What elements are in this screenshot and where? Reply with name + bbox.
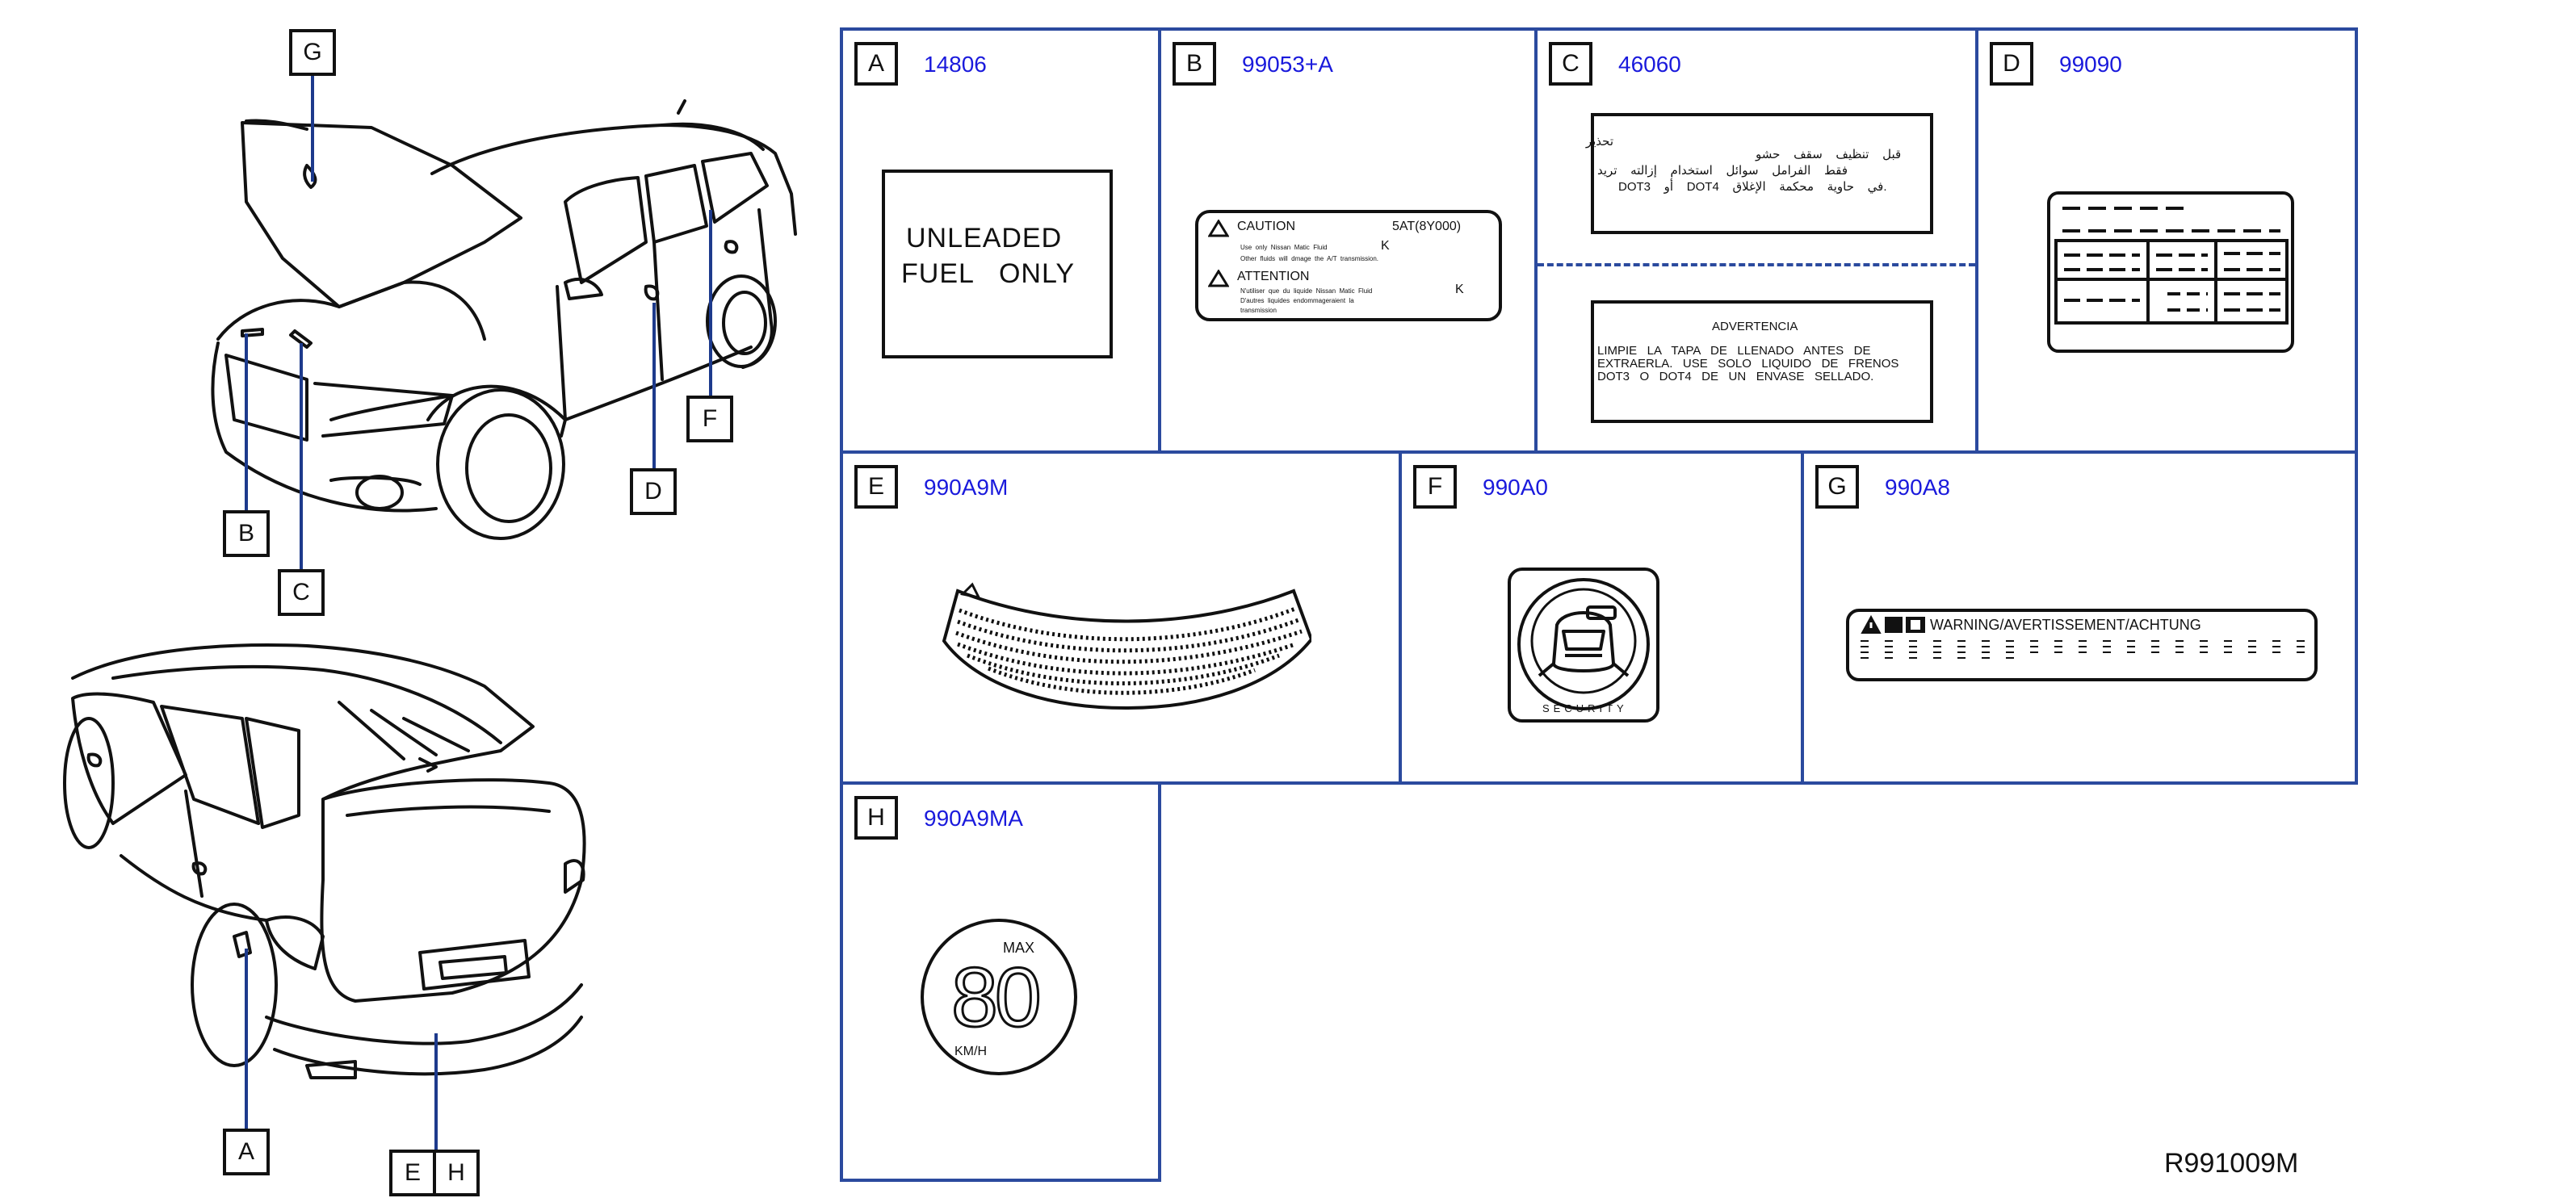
spanish-line-2: EXTRAERLA. USE SOLO LIQUIDO DE FRENOS [1597, 357, 1899, 371]
attention-title: ATTENTION [1237, 270, 1310, 283]
part-number: 99090 [2059, 52, 2122, 77]
panel-letter: E [854, 465, 898, 509]
warning-triangle-icon [1861, 615, 1882, 634]
callout-a: A [223, 1129, 270, 1175]
callout-d: D [630, 468, 677, 515]
panel-g: G 990A8 WARNING/AVERTISSEMENT/ACHTUNG [1801, 450, 2358, 785]
transmission-code: 5AT(8Y000) [1392, 220, 1462, 233]
label-line-1: UNLEADED [906, 223, 1063, 253]
part-number: 46060 [1618, 52, 1681, 77]
part-number: 990A0 [1483, 475, 1548, 500]
panel-d: D 99090 [1975, 27, 2358, 454]
warning-label: WARNING/AVERTISSEMENT/ACHTUNG [1846, 609, 2318, 681]
max-text: MAX [1003, 940, 1035, 956]
panel-letter: B [1173, 42, 1216, 86]
panel-letter: F [1413, 465, 1457, 509]
spanish-title: ADVERTENCIA [1712, 320, 1798, 333]
panel-b: B 99053+A CAUTION 5AT(8Y000) Use only Ni… [1158, 27, 1538, 454]
manual-book-icon [1885, 617, 1925, 633]
caution-text-2: Other fluids will dmage the A/T transmis… [1240, 255, 1379, 262]
spanish-label: ADVERTENCIA LIMPIE LA TAPA DE LLENADO AN… [1591, 300, 1933, 423]
callout-b: B [223, 510, 270, 557]
unit-text: KM/H [954, 1045, 987, 1058]
tire-placard-label [2047, 191, 2294, 353]
arabic-label: تحذير قبل تنظيف سقف حشو فقط الفرامل سوائ… [1586, 113, 1933, 234]
panel-letter: A [854, 42, 898, 86]
part-number: 14806 [924, 52, 987, 77]
arabic-line-2: قبل تنظيف سقف حشو [1756, 148, 1902, 161]
warning-triangle-icon [1208, 220, 1229, 237]
panel-letter: H [854, 796, 898, 840]
part-number: 99053+A [1242, 52, 1333, 77]
arabic-line-3: فقط الفرامل سوائل استخدام إزالته تريد [1597, 164, 1848, 178]
reference-code: R991009M [2164, 1148, 2299, 1179]
speed-value: 80 [950, 950, 1043, 1046]
panel-h: H 990A9MA MAX 80 KM/H [840, 781, 1161, 1182]
part-number: 990A9MA [924, 806, 1023, 831]
panel-letter: C [1549, 42, 1592, 86]
label-line-2: FUEL ONLY [901, 258, 1076, 289]
attention-text-1: N'utiliser que du liquide Nissan Matic F… [1240, 287, 1373, 295]
panel-letter: D [1990, 42, 2033, 86]
callout-h: H [433, 1150, 480, 1196]
caution-title: CAUTION [1237, 220, 1295, 233]
security-text: SECURITY [1542, 702, 1628, 714]
warning-title: WARNING/AVERTISSEMENT/ACHTUNG [1930, 617, 2201, 633]
car-front-illustration [211, 73, 797, 569]
arabic-line-4: .في حاوية محكمة الإغلاق DOT4 أو DOT3 [1618, 180, 1887, 194]
panel-a: A 14806 UNLEADED FUEL ONLY [840, 27, 1161, 454]
panel-c: C 46060 تحذير قبل تنظيف سقف حشو فقط الفر… [1534, 27, 1978, 454]
attention-k: K [1455, 283, 1464, 296]
speed-limit-label: MAX 80 KM/H [921, 919, 1077, 1075]
callout-c: C [278, 569, 325, 616]
fine-print-lines [1861, 640, 2310, 659]
warning-triangle-icon [1208, 270, 1229, 287]
attention-text-3: transmission [1240, 307, 1277, 314]
security-label [1508, 568, 1659, 723]
car-rear-illustration [63, 643, 586, 1150]
caution-label: CAUTION 5AT(8Y000) Use only Nissan Matic… [1195, 210, 1502, 321]
caution-k: K [1381, 239, 1390, 253]
panel-f: F 990A0 SECURITY [1399, 450, 1804, 785]
spanish-line-3: DOT3 O DOT4 DE UN ENVASE SELLADO. [1597, 370, 1874, 383]
dashed-divider [1538, 263, 1975, 266]
part-number: 990A8 [1885, 475, 1950, 500]
unleaded-label: UNLEADED FUEL ONLY [882, 170, 1113, 358]
caution-text-1: Use only Nissan Matic Fluid [1240, 244, 1328, 251]
attention-text-2: D'autres liquides endommageraient la [1240, 297, 1354, 304]
spanish-line-1: LIMPIE LA TAPA DE LLENADO ANTES DE [1597, 344, 1871, 358]
panel-e: E 990A9M [840, 450, 1402, 785]
arabic-line-1: تحذير [1585, 135, 1613, 149]
callout-f: F [686, 396, 733, 442]
callout-g: G [289, 29, 336, 76]
panel-letter: G [1815, 465, 1859, 509]
callout-e: E [389, 1150, 436, 1196]
part-number: 990A9M [924, 475, 1009, 500]
curved-warning-label [942, 582, 1311, 710]
